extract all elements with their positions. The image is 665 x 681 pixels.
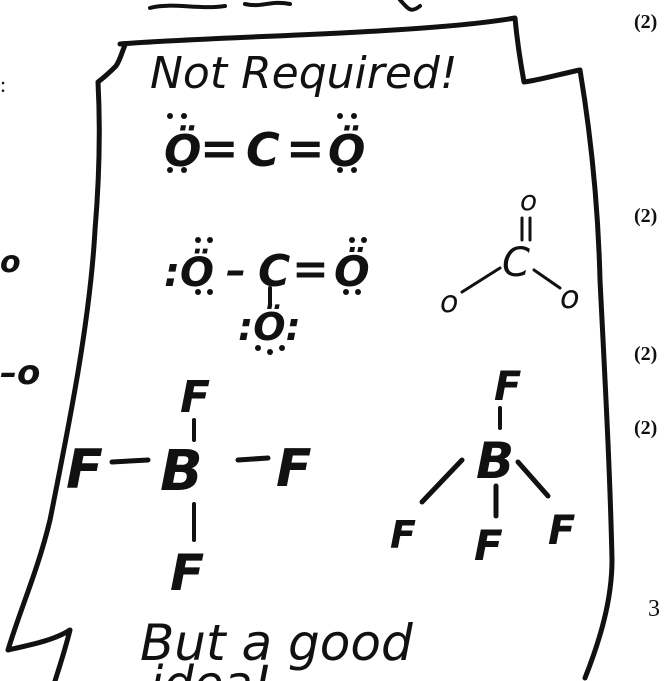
lone-pair-dot [349, 237, 355, 243]
bf3-sketch-boron: B [476, 432, 514, 490]
bf3-bond [235, 455, 271, 463]
lone-pair-dot [279, 345, 285, 351]
lone-pair-dot [337, 113, 343, 119]
lone-pair-dot [355, 289, 361, 295]
lone-pair-dot [343, 289, 349, 295]
carbonate-single-bond: – [226, 248, 246, 294]
carbonate-sketch: o C o o [440, 184, 580, 320]
hand-drawn-box [5, 15, 615, 681]
bf3-sketch-top-fluorine: F [494, 364, 521, 410]
carbonate-bottom-oxygen: :Ö: [238, 305, 301, 349]
lone-pair-dot [361, 237, 367, 243]
lone-pair-dot [167, 167, 173, 173]
box-heading: Not Required! [150, 48, 457, 99]
sketch-bond [419, 457, 465, 505]
carbonate-left-oxygen: :Ö [164, 248, 214, 296]
bf3-sketch: F B F F F [390, 364, 575, 570]
bf3-sketch-bottom-fluorine: F [474, 521, 503, 570]
lone-pair-dot [167, 113, 173, 119]
carbonate-right-oxygen: Ö [334, 246, 370, 296]
carbonate-sketch-top-oxygen: o [520, 184, 537, 217]
bf3-sketch-right-fluorine: F [548, 508, 575, 554]
lone-pair-dot [195, 237, 201, 243]
bf3-bond [109, 457, 151, 465]
lone-pair-dot [207, 289, 213, 295]
carbonate-lewis-structure: :Ö – C = Ö :Ö: [164, 237, 370, 355]
left-edge-scrap-1: o [0, 245, 21, 280]
co2-lewis-structure: Ö = C = Ö [164, 113, 365, 177]
lone-pair-dot [267, 349, 273, 355]
footer-line-2: idea! [150, 656, 272, 681]
lone-pair-dot [181, 113, 187, 119]
bf3-top-fluorine: F [180, 372, 210, 423]
top-scribble [148, 0, 422, 12]
co2-double-bond-2: = [286, 121, 325, 175]
co2-right-oxygen: Ö [328, 124, 365, 177]
bf3-left-fluorine: F [66, 438, 103, 501]
left-edge-colon: : [0, 72, 6, 97]
marks-label-2: (2) [634, 205, 657, 227]
carbonate-sketch-carbon: C [502, 240, 530, 286]
bf3-sketch-left-fluorine: F [390, 513, 416, 557]
bf3-right-fluorine: F [276, 439, 312, 499]
marks-label-4: (2) [634, 417, 657, 439]
footer-line-1: But a good [140, 614, 413, 672]
page-number: 3 [648, 596, 660, 622]
sketch-bond [515, 459, 551, 499]
co2-double-bond-1: = [200, 121, 239, 175]
sketch-bond [532, 268, 562, 290]
bf3-lewis-structure: F F B F F [66, 372, 312, 602]
lone-pair-dot [255, 345, 261, 351]
lone-pair-dot [337, 167, 343, 173]
marks-label-1: (2) [634, 11, 657, 33]
carbonate-sketch-left-oxygen: o [440, 285, 458, 320]
bf3-boron: B [160, 439, 203, 504]
co2-carbon: C [246, 123, 280, 177]
lone-pair-dot [207, 237, 213, 243]
marks-label-3: (2) [634, 343, 657, 365]
lone-pair-dot [181, 167, 187, 173]
sketch-bond [460, 266, 502, 294]
bf3-bottom-fluorine: F [170, 544, 204, 602]
carbonate-carbon: C [258, 246, 290, 297]
carbonate-double-bond: = [292, 244, 329, 295]
carbonate-sketch-right-oxygen: o [560, 278, 580, 316]
lone-pair-dot [195, 289, 201, 295]
lone-pair-dot [351, 113, 357, 119]
left-edge-scrap-2: –o [0, 353, 40, 393]
lone-pair-dot [351, 167, 357, 173]
